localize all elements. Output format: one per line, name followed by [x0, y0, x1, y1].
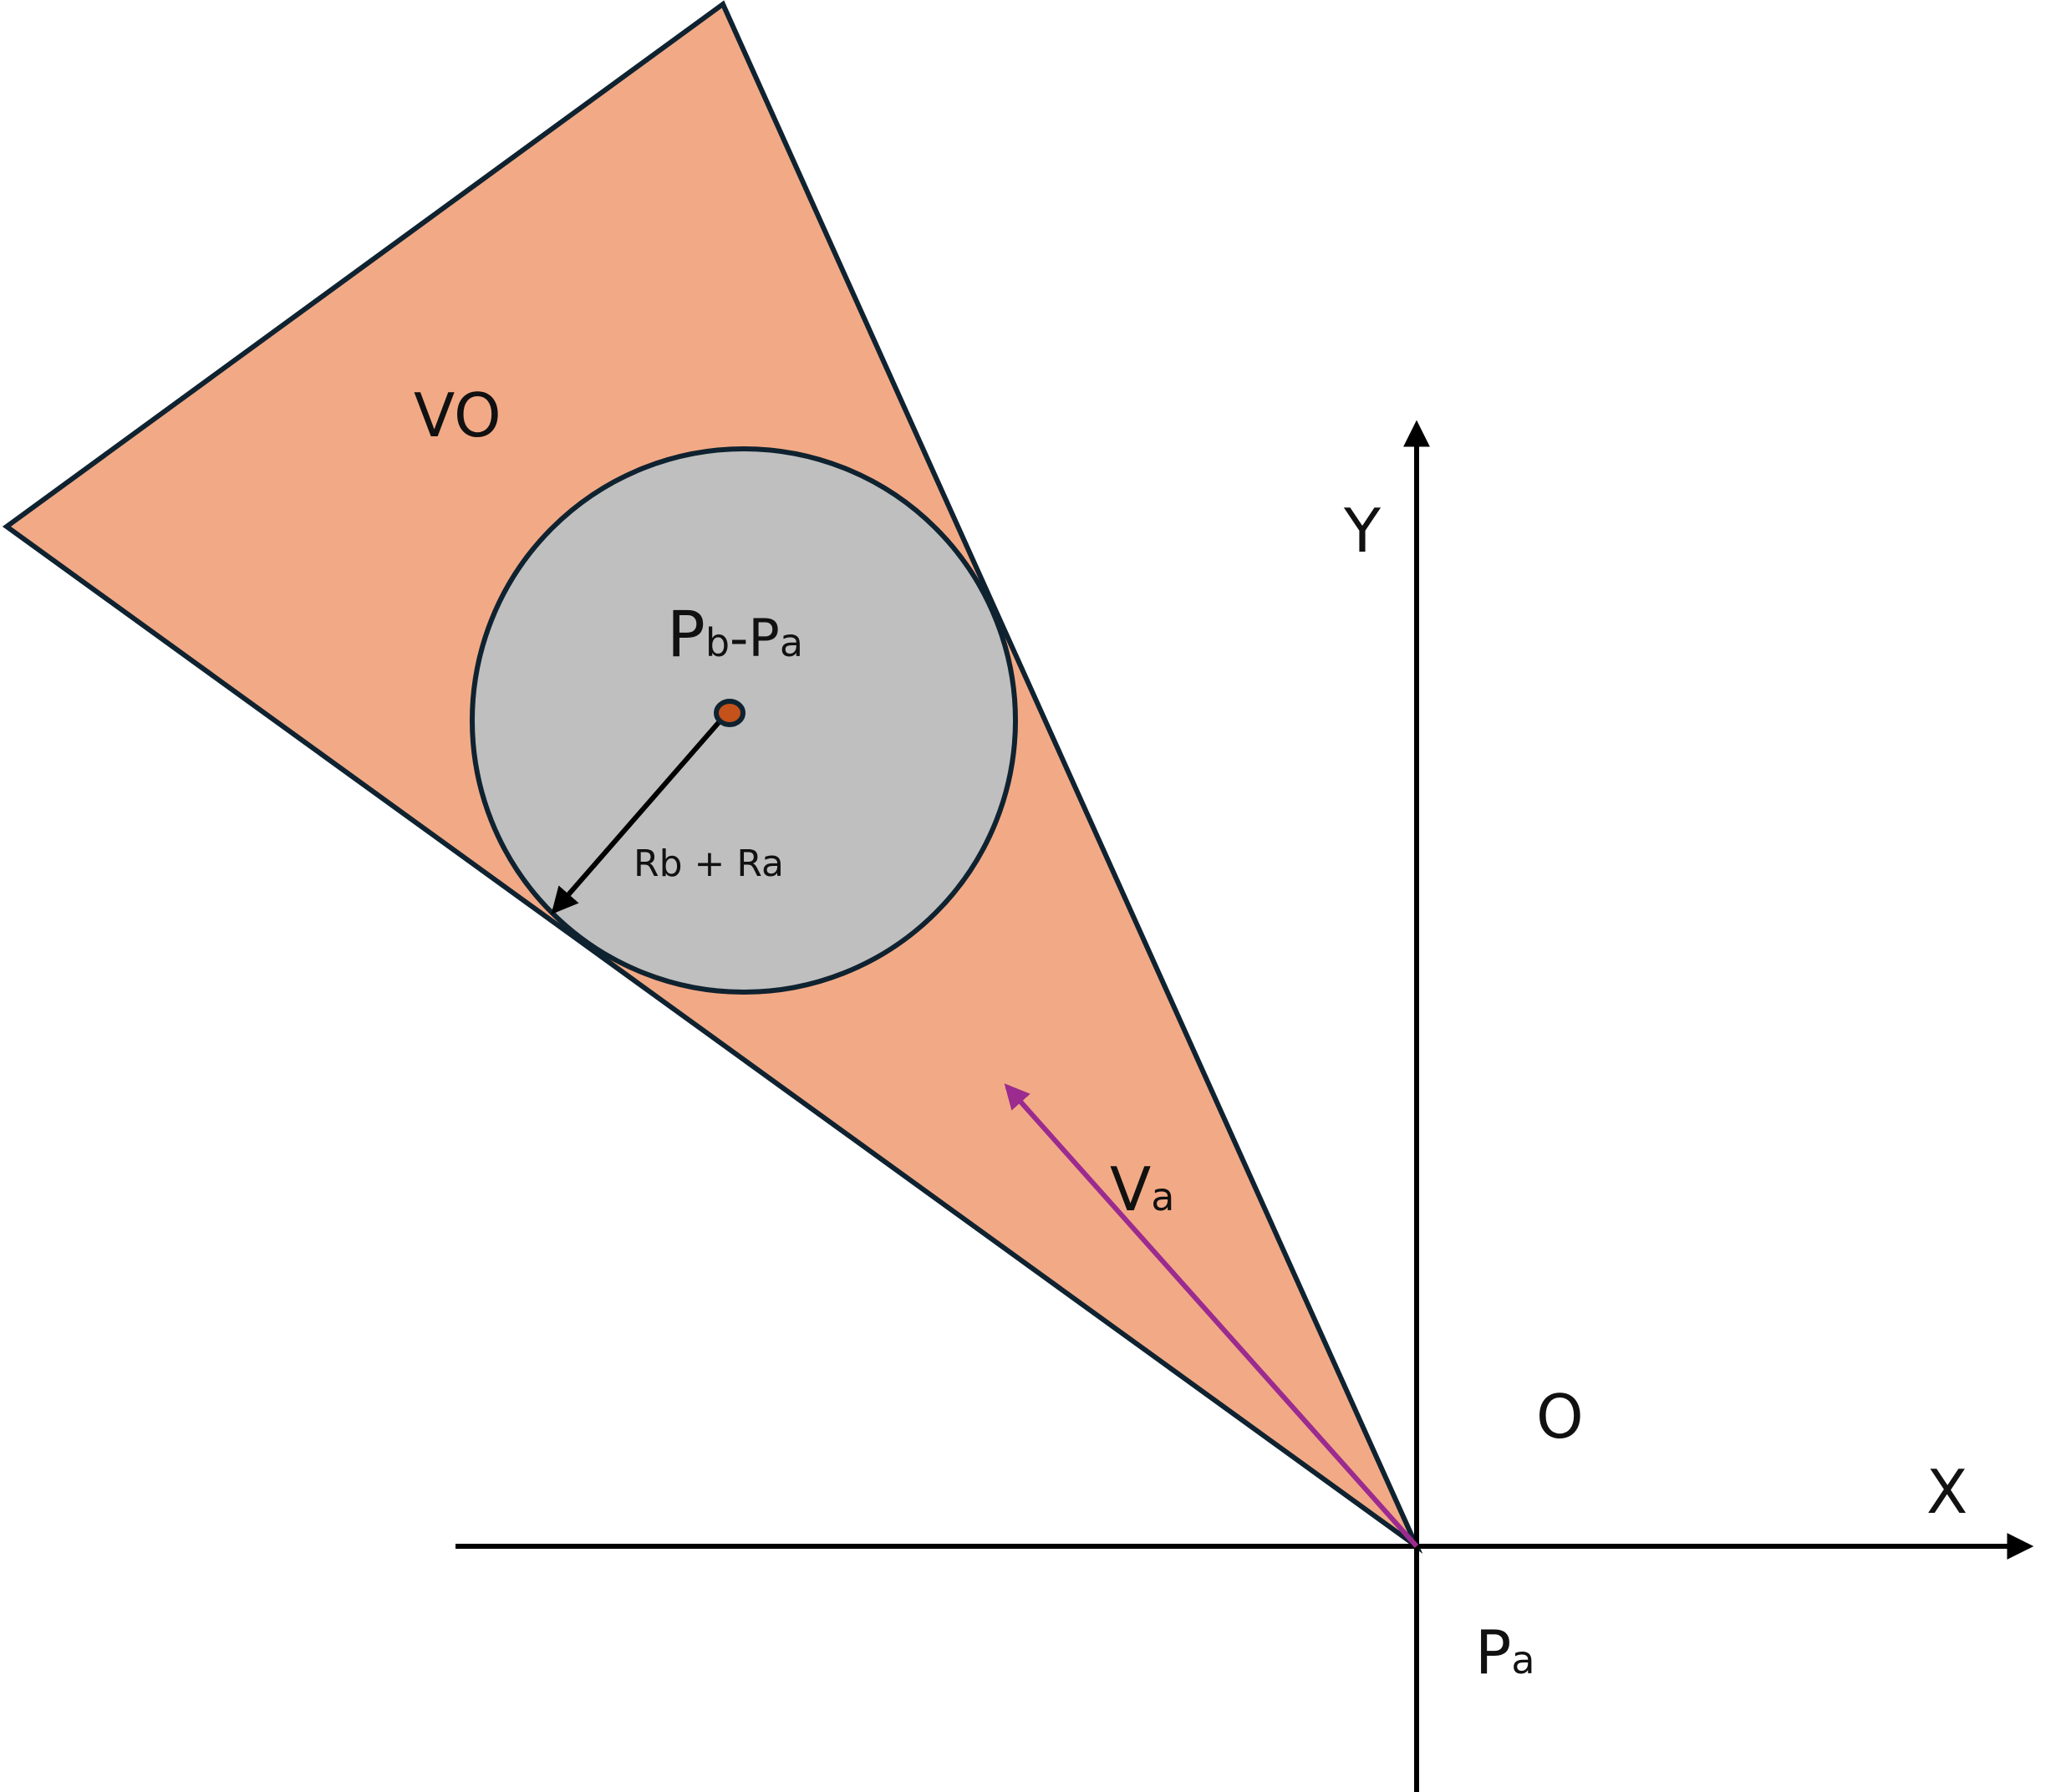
pb-dash: -P	[730, 608, 780, 669]
velocity-label: Va	[1110, 1154, 1174, 1224]
center-point	[714, 699, 745, 727]
y-axis-label: Y	[1343, 496, 1382, 566]
origin-label: O	[1536, 1382, 1584, 1452]
velocity-arrow	[1004, 1083, 1419, 1548]
x-axis-label: X	[1926, 1457, 1967, 1527]
pa-sub: a	[1511, 1637, 1534, 1683]
radius-arrow	[551, 719, 723, 915]
pb-sub: b	[705, 620, 730, 665]
radius-label: Rb + Ra	[634, 843, 784, 885]
pa-sub-in-pb: a	[780, 620, 803, 665]
vo-label: VO	[414, 380, 501, 451]
pa-label: Pa	[1475, 1617, 1535, 1688]
obstacle-circle	[470, 446, 1018, 995]
pb-main: P	[667, 597, 705, 671]
pb-minus-pa-label: Pb-Pa	[667, 597, 803, 671]
va-main: V	[1110, 1154, 1151, 1224]
va-sub: a	[1151, 1174, 1174, 1219]
pa-main: P	[1475, 1617, 1511, 1688]
